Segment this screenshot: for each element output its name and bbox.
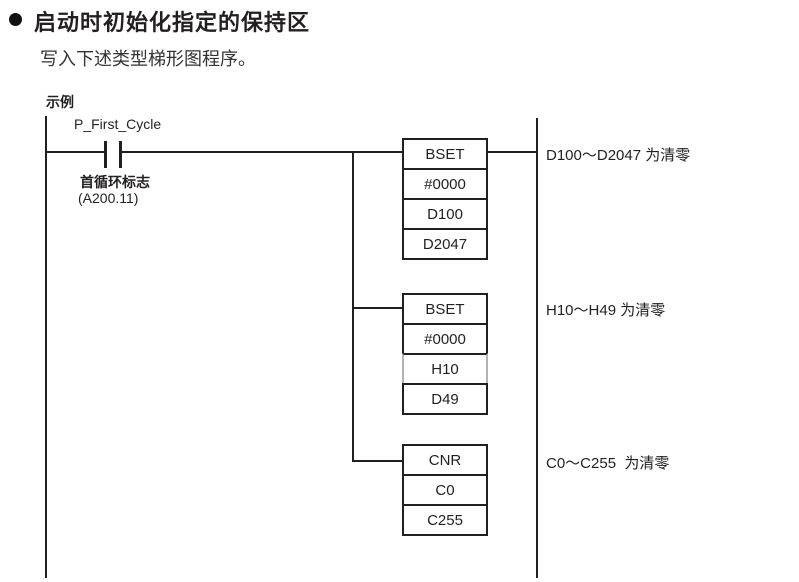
instruction-mnemonic: CNR [402, 444, 488, 476]
operand-end: C255 [402, 504, 488, 536]
bullet-icon [9, 13, 22, 26]
rung1-wire-left [45, 151, 105, 153]
page-title: 启动时初始化指定的保持区 [34, 10, 311, 35]
rung2-wire [352, 307, 403, 309]
instruction-block-cnr: CNR C0 C255 [402, 444, 488, 536]
left-power-rail [45, 116, 47, 578]
contact-name-label: 首循环标志 [80, 174, 150, 190]
block3-comment: C0～C255 为清零 [546, 455, 670, 472]
block2-comment: H10～H49 为清零 [546, 302, 666, 319]
instruction-mnemonic: BSET [402, 138, 488, 170]
operand-value: #0000 [402, 323, 488, 355]
instruction-mnemonic: BSET [402, 293, 488, 325]
operand-start: H10 [402, 353, 488, 385]
instruction-block-bset-1: BSET #0000 D100 D2047 [402, 138, 488, 260]
rung1-wire-middle [122, 151, 403, 153]
example-label: 示例 [46, 94, 74, 110]
rung1-wire-right [487, 151, 538, 153]
operand-start: D100 [402, 198, 488, 230]
contact-icon-right-bar [119, 141, 122, 168]
branch-wire-vertical [352, 151, 354, 462]
contact-address-label: (A200.11) [78, 190, 139, 206]
instruction-block-bset-2: BSET #0000 H10 D49 [402, 293, 488, 415]
operand-end: D49 [402, 383, 488, 415]
rung3-wire [352, 460, 403, 462]
operand-start: C0 [402, 474, 488, 506]
contact-symbol-label: P_First_Cycle [74, 116, 162, 132]
contact-icon-left-bar [104, 141, 107, 168]
page-subtitle: 写入下述类型梯形图程序。 [40, 49, 256, 69]
operand-end: D2047 [402, 228, 488, 260]
block1-comment: D100～D2047 为清零 [546, 147, 691, 164]
right-power-rail [536, 118, 538, 578]
operand-value: #0000 [402, 168, 488, 200]
